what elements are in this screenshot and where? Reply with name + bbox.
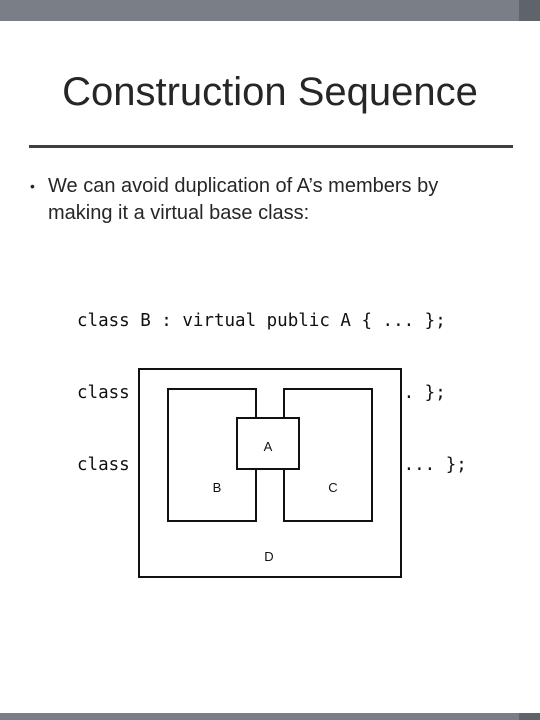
label-c: C <box>328 480 337 495</box>
label-b: B <box>213 480 222 495</box>
label-d: D <box>264 549 273 564</box>
code-line-class-b: class B : virtual public A { ... }; <box>77 311 446 331</box>
top-corner-accent <box>519 0 540 21</box>
label-a: A <box>264 439 273 454</box>
box-a <box>236 417 300 470</box>
bottom-corner-accent <box>519 713 540 720</box>
bullet-icon: • <box>30 178 35 194</box>
slide-title: Construction Sequence <box>62 70 478 114</box>
bottom-accent-bar <box>0 713 540 720</box>
title-divider <box>29 145 513 148</box>
top-accent-bar <box>0 0 540 21</box>
bullet-text: We can avoid duplication of A’s members … <box>48 175 439 224</box>
